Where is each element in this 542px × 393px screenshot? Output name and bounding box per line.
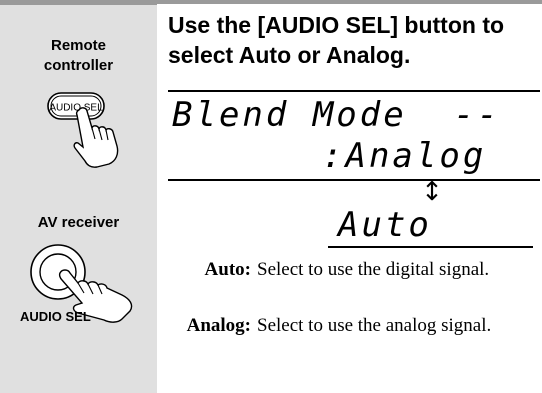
remote-button-label: AUDIO SEL: [49, 103, 103, 114]
option-auto-description: Select to use the digital signal.: [257, 259, 490, 280]
main-top-rule: [157, 0, 542, 4]
display-bottom-rule: [168, 179, 540, 181]
option-analog-description: Select to use the analog signal.: [257, 315, 492, 336]
display-auto-text: Auto: [338, 205, 432, 245]
display-line-1: Blend Mode --: [172, 95, 501, 135]
remote-controller-heading: Remote controller: [43, 37, 114, 74]
sidebar-panel: Remote controller AUDIO SEL AV receiver …: [0, 0, 157, 393]
option-auto-label: Auto:: [204, 259, 251, 280]
up-down-arrow-icon: ↕: [421, 177, 443, 207]
receiver-button-label: AUDIO SEL: [20, 309, 91, 324]
display-line-2: :Analog: [322, 136, 487, 176]
instruction-heading: Use the [AUDIO SEL] button to select Aut…: [168, 12, 505, 68]
remote-audio-sel-icon: AUDIO SEL: [47, 92, 119, 168]
option-analog-label: Analog:: [186, 315, 251, 336]
receiver-audio-sel-icon: AUDIO SEL: [20, 244, 133, 324]
av-receiver-heading: AV receiver: [37, 214, 120, 231]
display-top-rule: [168, 90, 540, 92]
display-auto-rule: [328, 246, 533, 248]
